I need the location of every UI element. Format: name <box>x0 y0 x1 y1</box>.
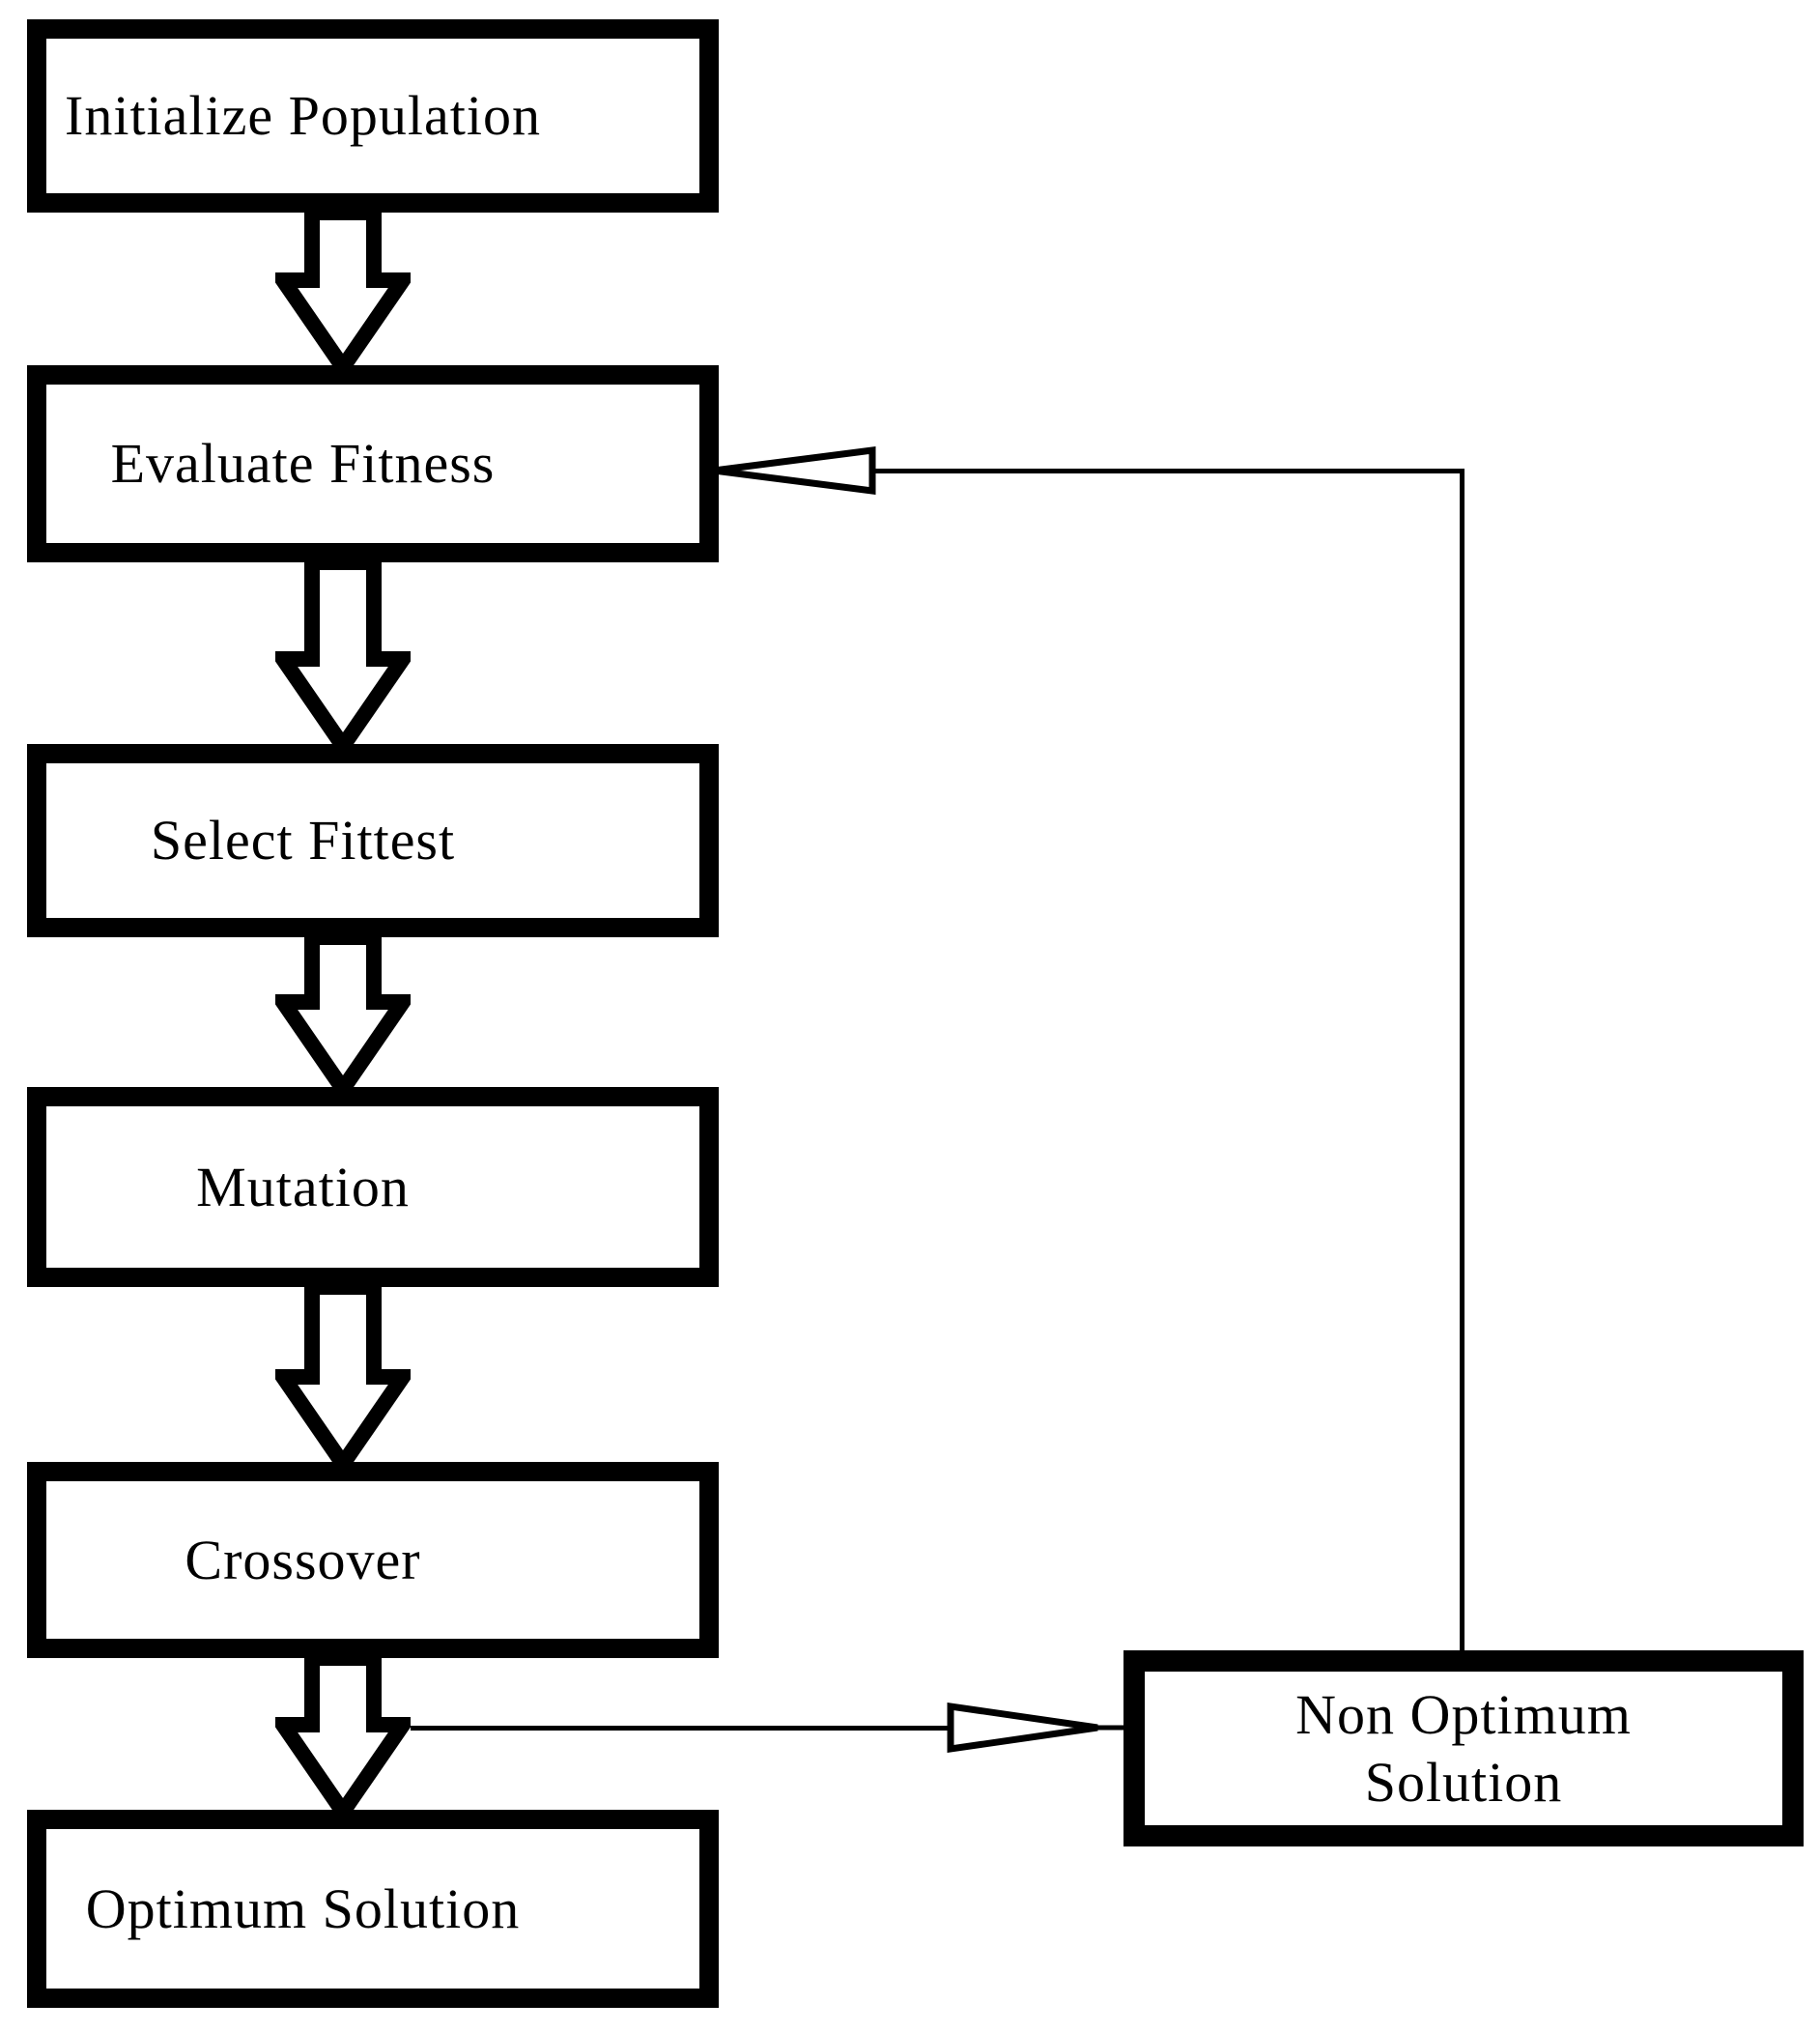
node-non-optimum-solution-label: Non Optimum Solution <box>1295 1682 1632 1814</box>
node-non-optimum-solution: Non Optimum Solution <box>1123 1650 1804 1846</box>
node-optimum-solution: Optimum Solution <box>27 1810 719 2008</box>
node-select-fittest-label: Select Fittest <box>150 809 456 873</box>
down-block-arrow-icon-crossover-to-optimum <box>275 1652 411 1816</box>
open-arrowhead-icon-into-evaluate-fitness <box>713 446 876 495</box>
down-block-arrow-icon-evaluate-to-select <box>275 557 411 750</box>
node-evaluate-fitness: Evaluate Fitness <box>27 365 719 562</box>
node-optimum-solution-label: Optimum Solution <box>85 1876 521 1940</box>
down-block-arrow-icon-mutation-to-crossover <box>275 1281 411 1468</box>
node-initialize-population-label: Initialize Population <box>65 84 541 148</box>
node-mutation-label: Mutation <box>196 1155 410 1218</box>
node-crossover-label: Crossover <box>185 1528 421 1591</box>
down-block-arrow-icon-initialize-to-evaluate <box>275 207 411 371</box>
feedback-line-to-evaluate <box>869 469 1464 473</box>
open-arrowhead-icon-into-non-optimum <box>947 1702 1128 1754</box>
down-block-arrow-icon-select-to-mutation <box>275 931 411 1093</box>
node-initialize-population: Initialize Population <box>27 19 719 213</box>
feedback-line-vertical <box>1460 469 1465 1656</box>
node-evaluate-fitness-label: Evaluate Fitness <box>110 432 496 496</box>
feedback-line-crossover-to-non-optimum <box>411 1726 952 1731</box>
node-select-fittest: Select Fittest <box>27 744 719 937</box>
node-crossover: Crossover <box>27 1462 719 1658</box>
node-mutation: Mutation <box>27 1087 719 1287</box>
